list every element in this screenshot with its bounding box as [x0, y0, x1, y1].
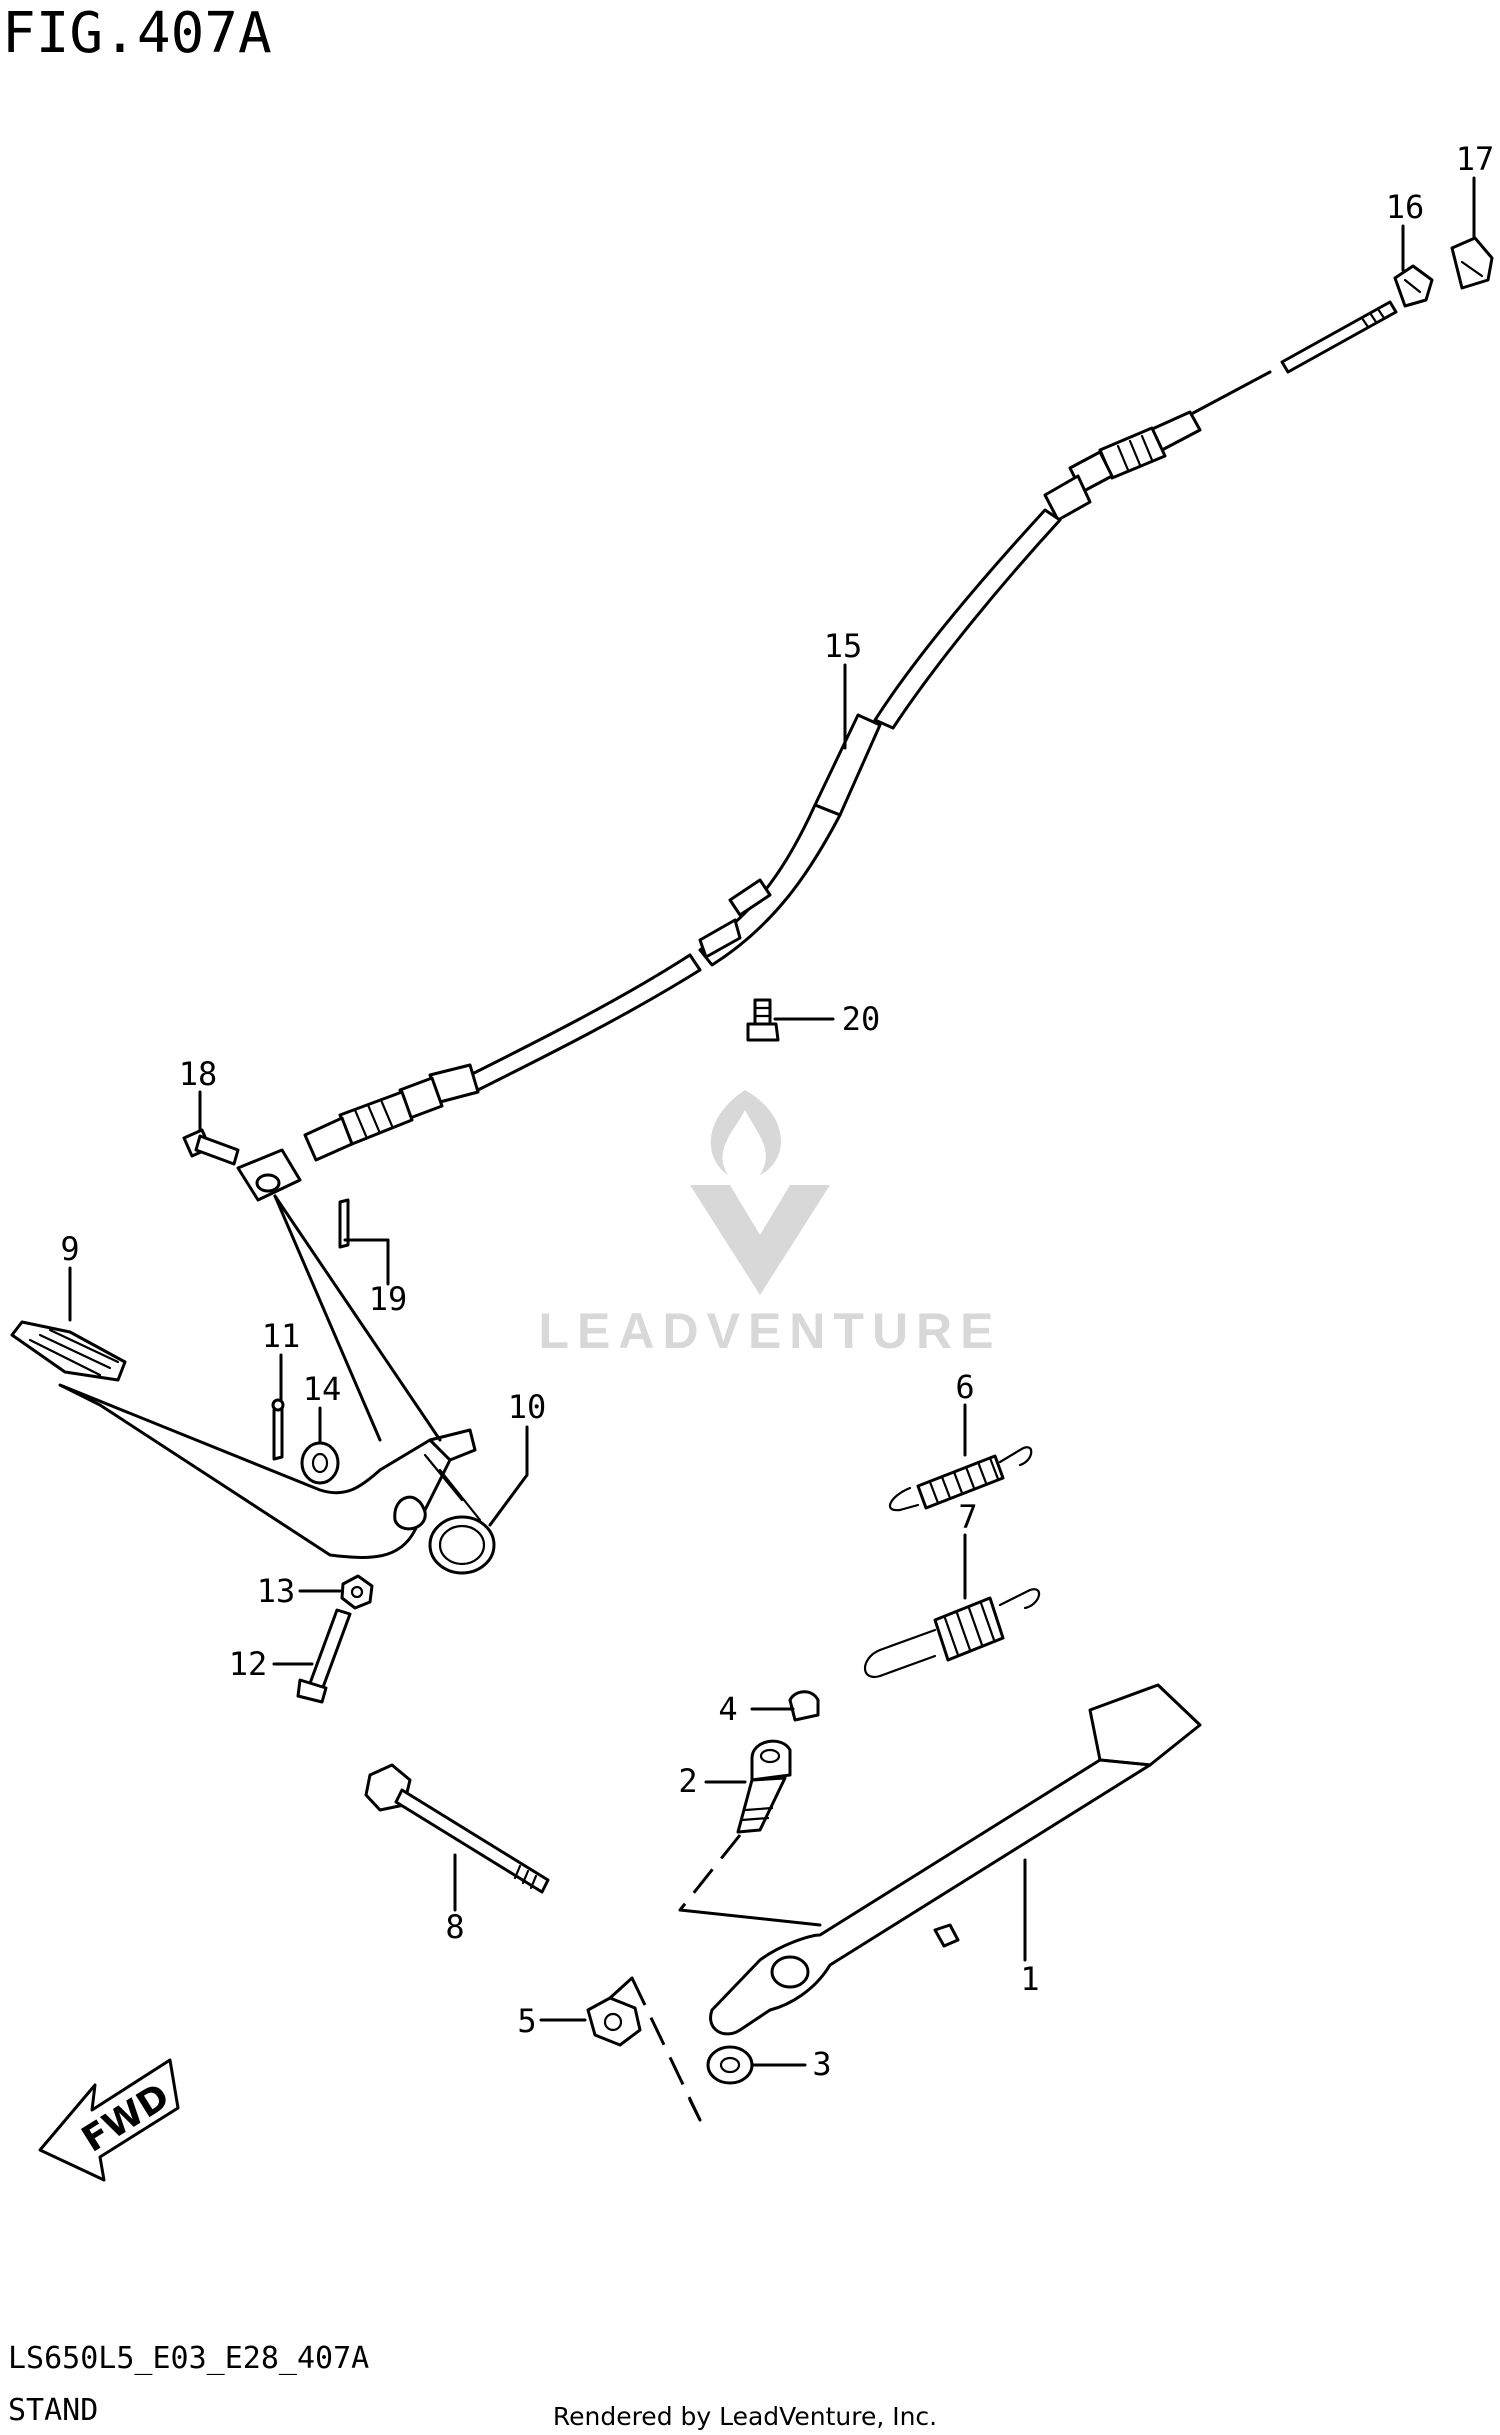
rendered-by: Rendered by LeadVenture, Inc.	[553, 2402, 937, 2431]
callout-15: 15	[824, 627, 863, 665]
part-8-long-bolt	[364, 1763, 550, 1894]
part-17-cable-end-cap	[1450, 236, 1494, 290]
part-13-nut	[340, 1574, 374, 1610]
watermark-text: LEADVENTURE	[538, 1303, 1001, 1359]
part-16-adjuster-nut	[1393, 264, 1434, 308]
callout-7: 7	[958, 1498, 977, 1536]
part-3-washer	[706, 2045, 754, 2085]
diagram-code: LS650L5_E03_E28_407A	[8, 2341, 369, 2376]
callout-11: 11	[262, 1317, 301, 1355]
part-5-nut	[586, 1996, 642, 2047]
leadventure-watermark: LEADVENTURE	[538, 1090, 1001, 1359]
callout-19: 19	[369, 1280, 408, 1318]
assembly-lines	[608, 1834, 822, 2122]
part-15-brake-cable	[236, 300, 1398, 1202]
callout-6: 6	[955, 1368, 974, 1406]
part-20-bolt	[746, 998, 780, 1042]
callout-20: 20	[842, 1000, 881, 1038]
callout-17: 17	[1456, 140, 1495, 178]
callout-13: 13	[257, 1572, 296, 1610]
part-9-footpad	[10, 1320, 127, 1382]
part-2-pivot-bolt	[736, 1739, 792, 1834]
callout-labels: 1 2 3 4 5 6 7 8 9 10 11 12 13 14 15 16 1…	[60, 140, 1494, 2083]
part-10-brake-pedal	[58, 1194, 496, 1575]
callout-3: 3	[812, 2045, 831, 2083]
part-4-cap	[788, 1690, 820, 1722]
part-7-spring	[864, 1588, 1041, 1679]
callout-5: 5	[517, 2002, 536, 2040]
part-11-pin	[271, 1398, 285, 1461]
section-name: STAND	[8, 2393, 98, 2428]
callout-9: 9	[60, 1230, 79, 1268]
callout-10: 10	[508, 1388, 547, 1426]
part-12-bolt	[296, 1608, 352, 1704]
callout-18: 18	[179, 1055, 218, 1093]
callout-8: 8	[445, 1908, 464, 1946]
part-14-washer	[300, 1441, 340, 1485]
callout-2: 2	[678, 1762, 697, 1800]
part-1-side-stand	[709, 1683, 1202, 2036]
callout-leaders	[68, 176, 1476, 2067]
callout-12: 12	[229, 1645, 268, 1683]
callout-4: 4	[718, 1690, 737, 1728]
part-6-spring	[888, 1446, 1033, 1512]
part-18-clevis-pin	[182, 1128, 240, 1166]
callout-16: 16	[1386, 188, 1425, 226]
figure-title: FIG.407A	[2, 1, 272, 66]
fwd-direction-badge: FWD	[38, 2058, 180, 2182]
callout-14: 14	[303, 1370, 342, 1408]
callout-1: 1	[1020, 1960, 1039, 1998]
part-19-cotter-pin	[338, 1198, 350, 1249]
